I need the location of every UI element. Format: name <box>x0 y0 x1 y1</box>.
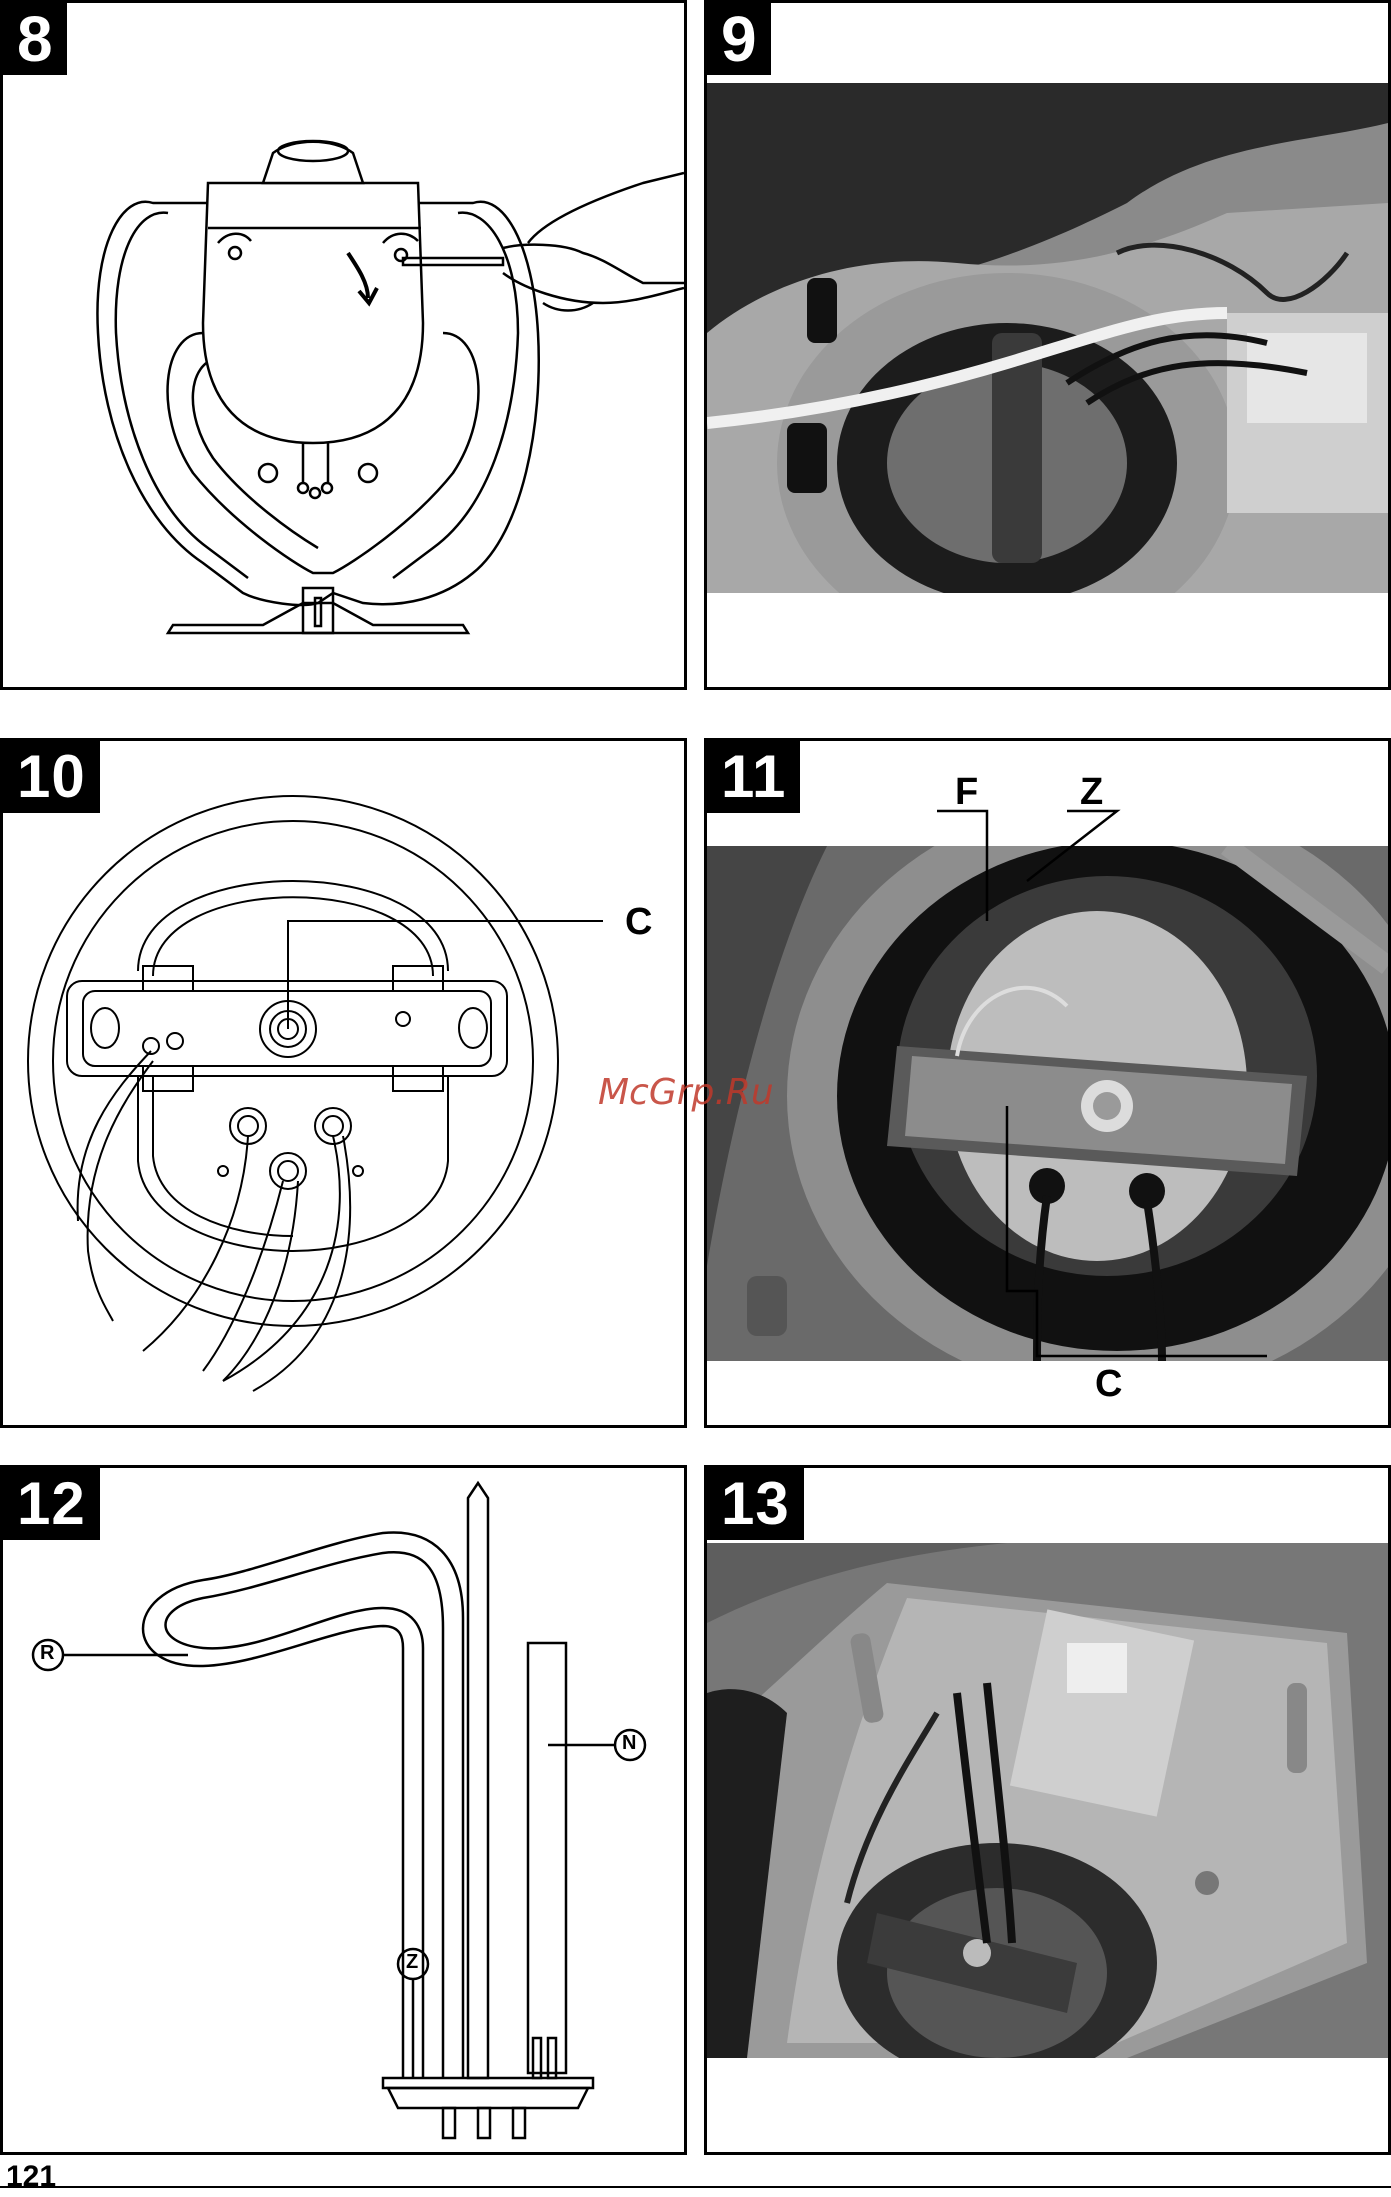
figure-8-panel: 8 <box>0 0 687 690</box>
figure-13-photo <box>707 1543 1388 2058</box>
figure-12-drawing <box>3 1468 684 2152</box>
figure-10-panel: 10 <box>0 738 687 1428</box>
figure-9-panel: 9 <box>704 0 1391 690</box>
figure-8-drawing <box>3 3 684 687</box>
callout-c: C <box>1095 1363 1122 1406</box>
callout-n: N <box>622 1732 636 1755</box>
footer-rule <box>0 2186 1391 2188</box>
page-number: 121 <box>6 2160 56 2194</box>
figure-13-panel: 13 <box>704 1465 1391 2155</box>
figure-number: 9 <box>707 3 771 75</box>
figure-11-panel: F Z C 11 <box>704 738 1391 1428</box>
callout-z: Z <box>1080 771 1103 814</box>
figure-12-panel: 12 R N Z <box>0 1465 687 2155</box>
figure-11-leader-lines <box>707 741 1388 1425</box>
figure-10-drawing <box>3 741 684 1425</box>
callout-f: F <box>955 771 978 814</box>
figure-number: 13 <box>707 1468 804 1540</box>
figure-9-photo <box>707 83 1388 593</box>
callout-r: R <box>40 1642 54 1665</box>
callout-z: Z <box>406 1951 418 1974</box>
callout-c: C <box>625 901 652 944</box>
